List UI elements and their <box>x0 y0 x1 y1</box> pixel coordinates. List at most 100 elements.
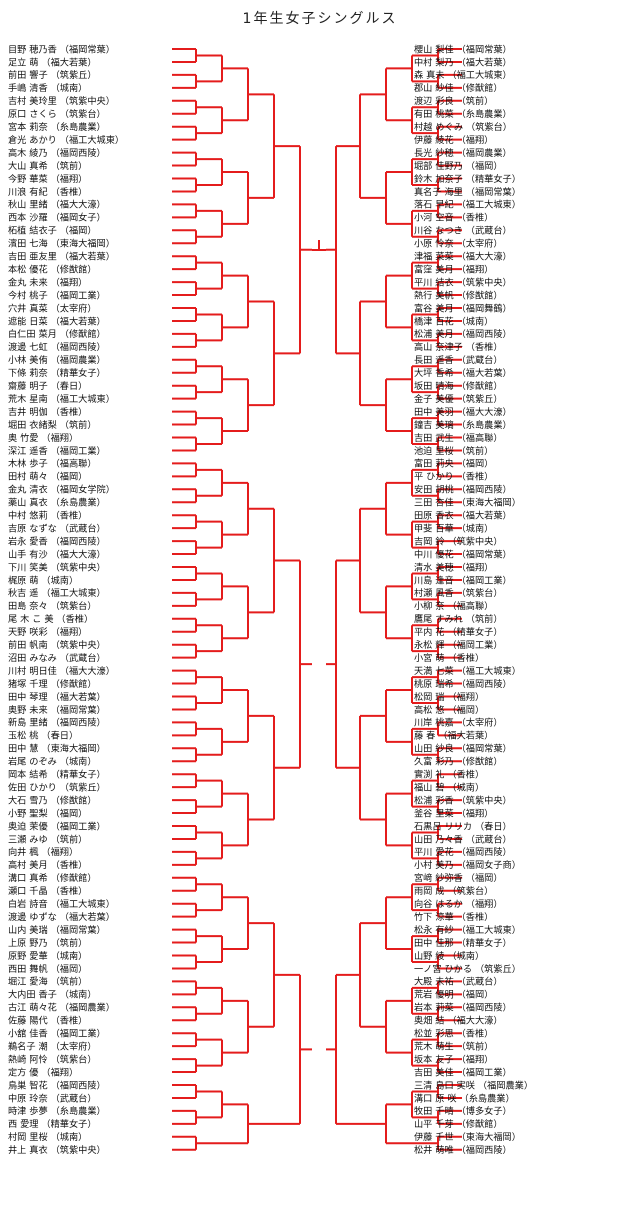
player-left-44: 田島 奈々 （筑紫台） <box>8 600 97 612</box>
player-right-35: 安田 胡桃 （福岡西陵） <box>414 484 512 496</box>
player-right-24: 高山 奈津子 （香椎） <box>414 341 503 353</box>
player-right-26: 大坪 香希 （福大若葉） <box>414 367 512 379</box>
player-left-75: 古江 萌々花 （福岡農業） <box>8 1002 115 1014</box>
player-right-76: 奥畑 結 （福大大濠） <box>414 1015 503 1027</box>
player-right-48: 小宮 萌 （香椎） <box>414 652 484 664</box>
player-right-32: 池迫 里桜 （筑前） <box>414 445 493 457</box>
player-left-72: 西田 舞帆 （福岡） <box>8 963 87 975</box>
player-left-51: 田中 琴理 （福大若葉） <box>8 691 106 703</box>
player-right-70: 田中 佳那 （精華女子） <box>414 937 512 949</box>
player-right-18: 富窪 美月 （福翔） <box>414 263 493 275</box>
player-right-19: 平川 結衣 （筑紫中央） <box>414 276 512 288</box>
player-left-83: 時津 歩夢 （糸島農業） <box>8 1105 106 1117</box>
player-right-31: 吉田 武生 （福高聯） <box>414 432 503 444</box>
player-left-35: 金丸 清衣 （福岡女学院） <box>8 484 115 496</box>
player-right-27: 坂田 晴海 （修猷館） <box>414 380 503 392</box>
player-right-42: 川島 逢音 （福岡工業） <box>414 574 512 586</box>
player-left-48: 沼田 みなみ （武蔵台） <box>8 652 106 664</box>
player-left-69: 山内 美瑞 （福岡常葉） <box>8 924 106 936</box>
player-right-54: 藤 春 （福大若葉） <box>414 730 493 742</box>
player-right-61: 石黒呂 リリカ （春日） <box>414 820 512 832</box>
player-left-38: 吉原 なずな （武蔵台） <box>8 522 106 534</box>
player-right-44: 小柳 奈 （福高聯） <box>414 600 493 612</box>
player-left-27: 齋藤 明子 （春日） <box>8 380 87 392</box>
player-left-62: 三瀬 みゆ （筑前） <box>8 833 87 845</box>
player-right-78: 荒木 萌生 （筑前） <box>414 1040 493 1052</box>
player-left-52: 奥野 未来 （福岡常葉） <box>8 704 106 716</box>
player-left-77: 小舘 佳香 （福岡工業） <box>8 1028 106 1040</box>
player-left-45: 尾 木 こ 美 （香椎） <box>8 613 93 625</box>
player-left-85: 村岡 里桜 （城南） <box>8 1131 87 1143</box>
player-right-84: 山平 千芽 （修猷館） <box>414 1118 503 1130</box>
player-right-8: 伊藤 綾花 （福翔） <box>414 134 493 146</box>
player-right-49: 天満 七菜 （福工大城東） <box>414 665 521 677</box>
player-right-36: 三田 杏佳 （東海大福岡） <box>414 497 521 509</box>
player-right-25: 長田 遥香 （武蔵台） <box>414 354 503 366</box>
player-right-45: 鷹尾 すみれ （筑前） <box>414 613 503 625</box>
player-right-74: 荒岩 優明 （福岡） <box>414 989 493 1001</box>
player-left-49: 川村 明日佳 （福大大濠） <box>8 665 115 677</box>
player-left-31: 奥 竹愛 （福翔） <box>8 432 78 444</box>
player-right-14: 小河 空音 （香椎） <box>414 212 493 224</box>
player-right-5: 渡辺 彩良 （筑前） <box>414 95 493 107</box>
player-left-3: 前田 響子 （筑紫丘） <box>8 69 97 81</box>
player-left-29: 吉井 明伽 （香椎） <box>8 406 87 418</box>
player-left-20: 今村 桃子 （福岡工業） <box>8 289 106 301</box>
player-left-36: 薬山 真衣 （糸島農業） <box>8 497 106 509</box>
player-right-47: 永松 輝 （福岡工業） <box>414 639 503 651</box>
player-left-80: 定方 優 （福翔） <box>8 1066 78 1078</box>
player-right-20: 熱行 美帆 （修猷館） <box>414 289 503 301</box>
player-right-67: 向谷 はるか （福翔） <box>414 898 503 910</box>
player-right-85: 伊藤 千世 （東海大福岡） <box>414 1131 521 1143</box>
player-right-83: 牧田 千晴 （博多女子） <box>414 1105 512 1117</box>
player-left-14: 西本 沙羅 （福岡女子） <box>8 212 106 224</box>
player-left-17: 吉田 亜友里 （福大若葉） <box>8 251 115 263</box>
player-left-46: 天野 咲彩 （福翔） <box>8 626 87 638</box>
player-left-55: 田中 慧 （東海大福岡） <box>8 743 106 755</box>
player-left-79: 熱崎 阿怜 （筑紫台） <box>8 1053 97 1065</box>
player-left-9: 高木 綾乃 （福岡西陵） <box>8 147 106 159</box>
player-left-86: 井上 真衣 （筑紫中央） <box>8 1144 106 1156</box>
player-right-1: 櫻山 梨佳 （福岡常葉） <box>414 43 512 55</box>
player-left-81: 鳥巣 智花 （福岡西陵） <box>8 1079 106 1091</box>
player-left-28: 荒木 星南 （福工大城東） <box>8 393 115 405</box>
player-left-68: 渡邊 ゆずな （福大若葉） <box>8 911 115 923</box>
player-right-51: 松岡 瑞 （福翔） <box>414 691 484 703</box>
player-right-64: 小村 美乃 （福岡女子商） <box>414 859 521 871</box>
player-left-8: 倉光 あかり （福工大城東） <box>8 134 124 146</box>
player-left-13: 秋山 里緒 （福大大濠） <box>8 199 106 211</box>
player-left-74: 大内田 香子 （城南） <box>8 989 97 1001</box>
player-right-71: 山野 綾 （城南） <box>414 950 484 962</box>
player-right-22: 橋津 百花 （城南） <box>414 315 493 327</box>
player-left-65: 溝口 真希 （修猷館） <box>8 872 97 884</box>
player-right-50: 桃原 瑞希 （福岡西陵） <box>414 678 512 690</box>
player-left-6: 原口 さくら （筑紫台） <box>8 108 106 120</box>
player-left-32: 深江 遥香 （福岡工業） <box>8 445 106 457</box>
player-right-33: 富田 莉央 （福岡） <box>414 458 493 470</box>
player-right-29: 田中 美羽 （福大大濠） <box>414 406 512 418</box>
player-left-71: 原野 愛華 （城南） <box>8 950 87 962</box>
player-left-25: 小林 美侑 （福岡農業） <box>8 354 106 366</box>
player-labels: 目野 穂乃香 （福岡常葉）足立 萌 （福大若葉）前田 響子 （筑紫丘）手嶋 清香… <box>8 43 533 1156</box>
player-right-46: 平内 花 （精華女子） <box>414 626 503 638</box>
player-right-79: 坂本 友子 （福翔） <box>414 1053 493 1065</box>
player-left-1: 目野 穂乃香 （福岡常葉） <box>8 43 115 55</box>
player-right-65: 宮﨑 紗弥香 （福岡） <box>414 872 503 884</box>
player-left-18: 本松 優花 （修猷館） <box>8 263 97 275</box>
player-right-17: 津福 菜菜 （福大大濠） <box>414 251 512 263</box>
player-left-30: 堀田 衣緒梨 （筑前） <box>8 419 97 431</box>
player-left-61: 奥迫 茉優 （福岡工業） <box>8 820 106 832</box>
player-left-78: 鵜名子 潮 （太宰府） <box>8 1040 97 1052</box>
player-right-30: 鐘吉 美璃 （糸島農業） <box>414 419 512 431</box>
player-left-21: 穴井 真菜 （太宰府） <box>8 302 97 314</box>
player-right-2: 中村 梨乃 （福大若葉） <box>414 56 512 68</box>
player-right-6: 有田 桃菜 （糸島農業） <box>414 108 512 120</box>
player-left-5: 吉村 美玲里 （筑紫中央） <box>8 95 115 107</box>
player-left-59: 大石 雪乃 （修猷館） <box>8 794 97 806</box>
player-right-41: 清水 美穂 （福翔） <box>414 561 493 573</box>
player-left-12: 川浪 有紀 （香椎） <box>8 186 87 198</box>
player-left-60: 小野 聖梨 （福岡） <box>8 807 87 819</box>
player-left-16: 濱田 七海 （東海大福岡） <box>8 238 115 250</box>
player-left-41: 下川 笑美 （筑紫中央） <box>8 561 106 573</box>
player-right-57: 實渕 礼 （香椎） <box>414 769 484 781</box>
